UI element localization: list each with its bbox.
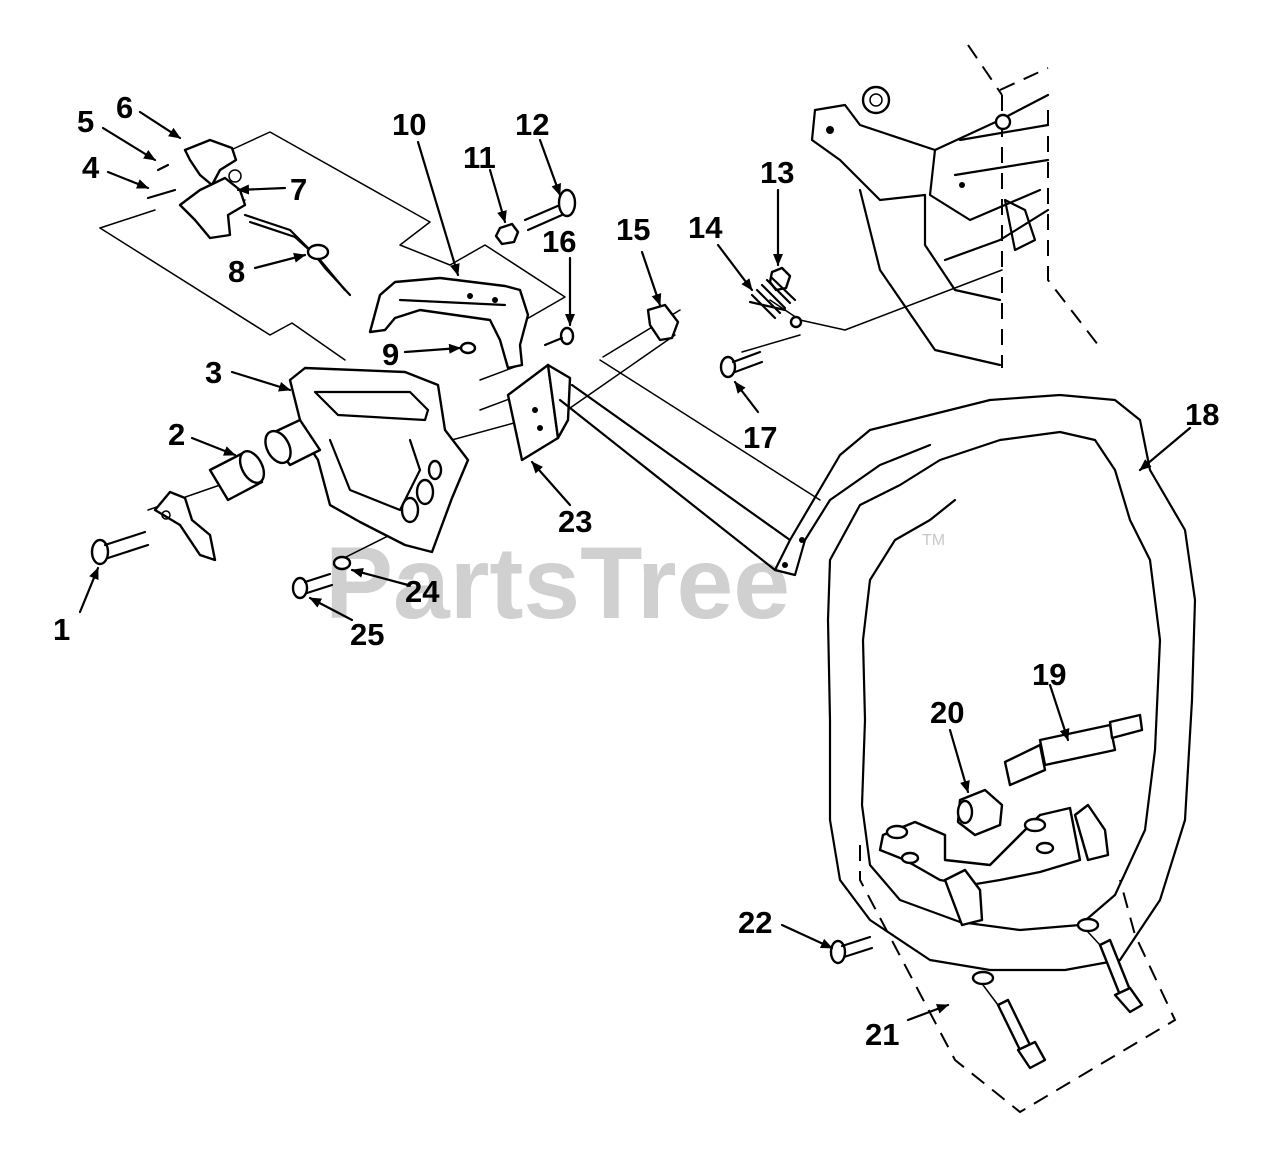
callout-17: 17 — [743, 420, 777, 455]
callout-7: 7 — [290, 172, 307, 207]
callout-18: 18 — [1185, 397, 1219, 432]
callout-23: 23 — [558, 504, 592, 539]
part-9-washer — [459, 341, 477, 355]
part-15-clip — [646, 303, 680, 342]
engine-housing — [810, 44, 1103, 368]
callout-8: 8 — [228, 254, 245, 289]
part-16-screw — [543, 326, 575, 347]
part-22-bolt — [829, 935, 874, 965]
watermark-trademark: TM — [922, 532, 945, 549]
part-23-mount-plate — [506, 363, 572, 462]
callout-9: 9 — [382, 337, 399, 372]
callout-25: 25 — [350, 617, 384, 652]
part-25-screw — [291, 572, 334, 600]
callout-11: 11 — [463, 140, 496, 175]
callout-2: 2 — [168, 417, 185, 452]
part-12-bolt — [523, 188, 577, 232]
part-20-grip — [956, 788, 1004, 837]
callout-5: 5 — [77, 104, 94, 139]
callout-20: 20 — [930, 695, 964, 730]
callout-12: 12 — [515, 107, 549, 142]
part-21-bolt-kit — [859, 845, 1177, 1114]
callout-15: 15 — [616, 212, 650, 247]
callout-13: 13 — [760, 155, 794, 190]
part-2-grip — [208, 450, 266, 502]
part-11-nut — [494, 222, 520, 246]
watermark-text: PartsTree — [325, 526, 790, 640]
part-3-handle — [264, 366, 470, 554]
callout-3: 3 — [205, 355, 222, 390]
leader-arrows — [78, 110, 1192, 1022]
part-6-trigger — [183, 138, 238, 187]
part-4-pin — [146, 188, 177, 200]
part-19-shaft — [1003, 713, 1144, 787]
callout-21: 21 — [865, 1017, 899, 1052]
callout-24: 24 — [405, 574, 440, 609]
part-lower-bracket — [878, 803, 1110, 927]
part-1-screw — [90, 530, 150, 566]
callout-4: 4 — [82, 150, 100, 185]
part-18-bail-handle — [558, 383, 1197, 972]
callout-1: 1 — [53, 612, 70, 647]
part-17-screw — [719, 350, 764, 379]
callout-labels: 1 2 3 4 5 6 7 8 9 10 11 12 13 14 15 16 1… — [53, 90, 1219, 1052]
part-8-cable — [243, 213, 352, 297]
callout-16: 16 — [542, 224, 576, 259]
part-10-handle-cover — [368, 276, 530, 370]
callout-14: 14 — [688, 210, 723, 245]
callout-10: 10 — [392, 107, 426, 142]
part-5-pin — [156, 163, 170, 172]
part-14-spring — [748, 276, 803, 329]
callout-22: 22 — [738, 905, 772, 940]
part-7-throttle-lever — [178, 169, 247, 240]
callout-6: 6 — [116, 90, 133, 125]
part-throttle-bracket — [153, 490, 217, 562]
part-24-washer — [332, 555, 352, 571]
callout-19: 19 — [1032, 657, 1066, 692]
